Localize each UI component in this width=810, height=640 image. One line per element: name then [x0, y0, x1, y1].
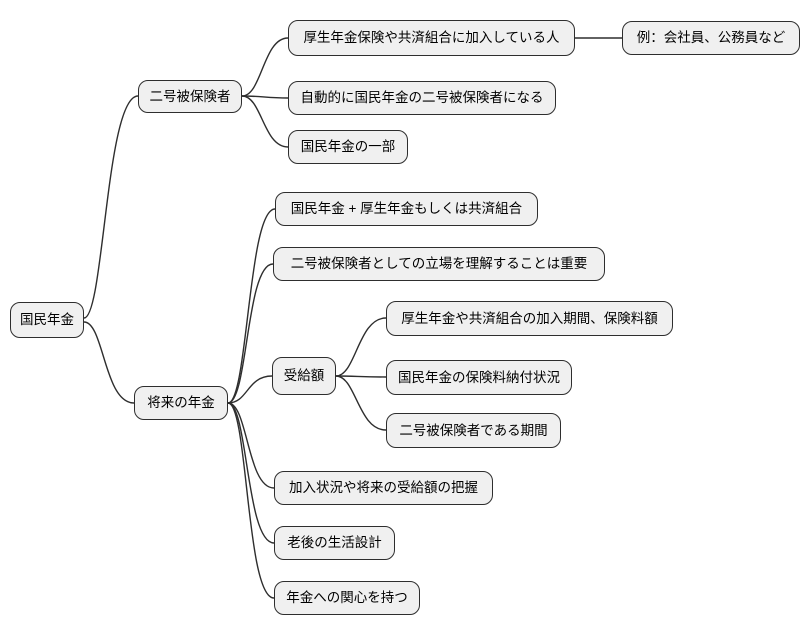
edge-shorai-to-kanshin [227, 402, 275, 599]
edge-root-to-shorai [83, 321, 135, 404]
edge-root-to-nigo [83, 95, 139, 319]
node-rogo-seikatsu-sekkei: 老後の生活設計 [274, 526, 395, 560]
edge-shorai-to-haaku [227, 402, 275, 489]
node-jidoteki-nigo-hihokensha: 自動的に国民年金の二号被保険者になる [288, 81, 556, 115]
edge-nigo-to-jidoteki [241, 95, 289, 99]
edge-shorai-to-tachiba [227, 263, 274, 404]
node-rei-kaishain-komuin: 例：会社員、公務員など [622, 21, 800, 55]
node-shorai-no-nenkin: 将来の年金 [134, 386, 228, 420]
node-hokenryo-nofu-jokyo: 国民年金の保険料納付状況 [386, 360, 572, 395]
edge-shorai-to-plus [227, 208, 276, 404]
node-tachiba-rikai-juyo: 二号被保険者としての立場を理解することは重要 [273, 247, 605, 281]
node-kosei-nenkin-kanyu-hito: 厚生年金保険や共済組合に加入している人 [288, 20, 575, 56]
edge-nigo-to-kosei [241, 37, 289, 97]
node-nigo-hihokensha: 二号被保険者 [138, 80, 242, 113]
edge-nigo-to-ichibu [241, 95, 289, 148]
edge-jukyugaku-to-nofu [335, 375, 387, 378]
edge-shorai-to-rogo [227, 402, 275, 544]
edge-jukyugaku-to-nigo-kikan [335, 375, 387, 431]
edge-shorai-to-jukyugaku [227, 375, 273, 404]
node-kokumin-nenkin-ichibu: 国民年金の一部 [288, 130, 408, 164]
node-nigo-dearu-kikan: 二号被保険者である期間 [386, 413, 561, 448]
node-kokumin-nenkin: 国民年金 [10, 302, 84, 338]
node-kanyu-kikan-hokenryogaku: 厚生年金や共済組合の加入期間、保険料額 [386, 301, 673, 336]
node-nenkin-kanshin: 年金への関心を持つ [274, 581, 420, 615]
edge-jukyugaku-to-kikan-gaku [335, 317, 387, 377]
node-jukyugaku: 受給額 [272, 357, 336, 395]
node-kokumin-plus-kosei: 国民年金 + 厚生年金もしくは共済組合 [275, 192, 538, 226]
node-kanyu-jokyo-haaku: 加入状況や将来の受給額の把握 [274, 471, 493, 505]
